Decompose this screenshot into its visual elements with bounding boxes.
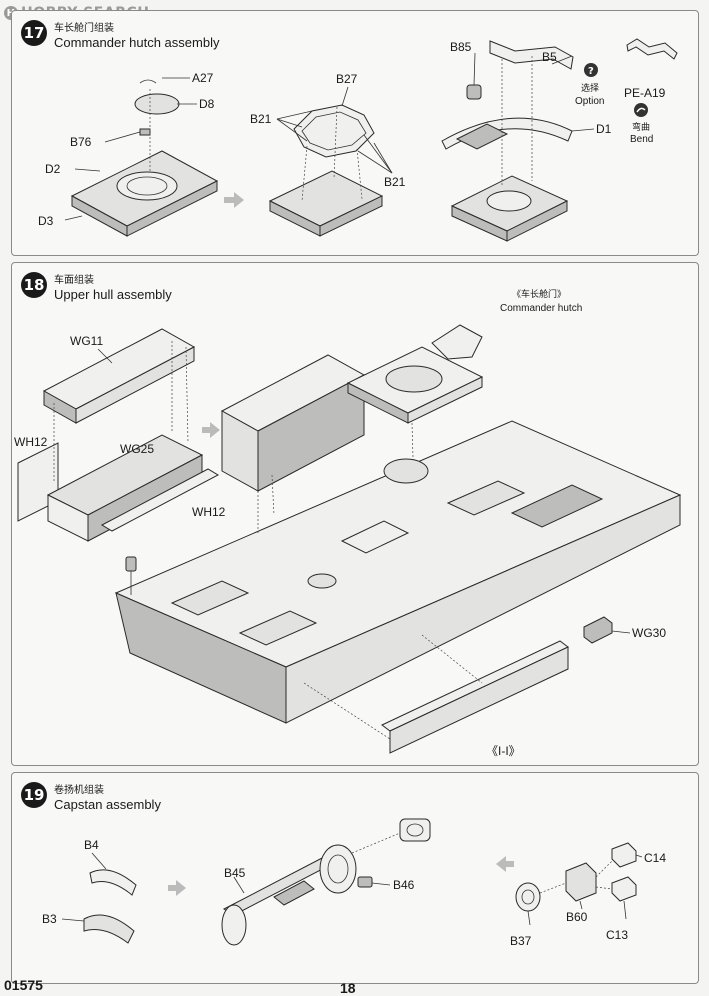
label-wg11: WG11 [70,334,103,348]
label-commander-hutch-en: Commander hutch [500,303,582,314]
stowage-lid-wg11-part [42,328,196,424]
label-d8: D8 [199,97,215,111]
ring-segments-part [293,104,375,158]
step-18-title-cn: 车面组装 [54,275,94,286]
shield-d1-part [441,117,573,150]
label-b5: B5 [542,50,557,64]
label-b60: B60 [566,910,588,924]
product-code: 01575 [4,977,43,993]
c13-part [611,876,637,902]
stowage-wall-wh12-right-part [100,468,220,532]
label-option-cn: 选择 [581,82,599,94]
label-b27: B27 [336,72,358,86]
commander-hutch-assembled-part [346,324,484,424]
ring-base-part [268,170,384,237]
label-b4: B4 [84,838,99,852]
label-b45: B45 [224,866,246,880]
label-commander-hutch-cn: 《车长舱门》 [512,288,566,300]
label-b85: B85 [450,40,472,54]
step-17-illustration: A27 D8 B76 D2 D3 B27 B21 B21 [38,38,678,242]
label-d1: D1 [596,122,612,136]
step-19-title-en: Capstan assembly [54,797,161,812]
option-symbol-icon: ? [584,63,598,77]
b60-part [565,862,597,902]
step-18-title-en: Upper hull assembly [54,287,172,302]
label-b46: B46 [393,878,415,892]
assembled-stowage-box-part [220,354,366,492]
step-17-title-cn: 车长舱门组装 [54,23,114,34]
step-18-arrow-icon [202,422,220,438]
label-b3: B3 [42,912,57,926]
label-i-i: 《I-I》 [486,744,521,758]
step-19-arrow-1-icon [168,880,186,896]
step-18-illustration: 《车长舱门》 Commander hutch WG11 WH12 WG25 WH… [14,288,682,758]
step-19-number: 19 [21,782,47,808]
pe-a19-part [626,38,678,60]
step-17-number: 17 [21,20,47,46]
step-17-title-en: Commander hutch assembly [54,35,220,50]
wg30-part [583,616,613,644]
label-d3: D3 [38,214,54,228]
bend-symbol-icon [634,103,648,117]
label-wg25: WG25 [120,442,154,456]
b85-pin-part [466,84,482,100]
label-d2: D2 [45,162,61,176]
b37-part [515,882,541,912]
label-a27: A27 [192,71,214,85]
b4-part [89,869,137,896]
label-wg30: WG30 [632,626,666,640]
label-pe-a19: PE-A19 [624,86,666,100]
upper-hull-part [114,420,682,724]
label-c13: C13 [606,928,628,942]
b3-part [83,914,135,944]
hatch-base-part [70,150,219,237]
step-18-panel: 18 车面组装 Upper hull assembly 《车长舱门》 Comma… [11,262,699,766]
c14-part [611,842,637,868]
step-19-illustration: B4 B3 B45 B46 [42,818,666,948]
step-19-arrow-2-icon [496,856,514,872]
step-17-panel: 17 车长舱门组装 Commander hutch assembly A27 D… [11,10,699,256]
label-bend-en: Bend [630,134,653,145]
label-b21-right: B21 [384,175,406,189]
antenna-base-part [125,556,137,595]
label-b76: B76 [70,135,92,149]
step-19-panel: 19 卷扬机组装 Capstan assembly B4 B3 [11,772,699,984]
label-c14: C14 [644,851,666,865]
step-18-number: 18 [21,272,47,298]
shield-base-part [450,175,569,242]
label-bend-cn: 弯曲 [632,121,650,133]
hatch-lid-part [134,79,180,136]
label-option-en: Option [575,96,604,107]
label-wh12-right: WH12 [192,505,226,519]
shield-b5-part [489,40,574,70]
svg-text:?: ? [588,66,594,77]
b46-part [357,876,373,888]
label-b37: B37 [510,934,532,948]
page-number: 18 [340,980,356,996]
step-19-title-cn: 卷扬机组装 [54,785,104,796]
label-wh12-left: WH12 [14,435,48,449]
capstan-frame-part [221,844,357,946]
b60-drum-part [399,818,431,842]
step-17-arrow-1-icon [224,192,244,208]
label-b21-left: B21 [250,112,272,126]
side-rail-i-i-part [381,640,569,754]
